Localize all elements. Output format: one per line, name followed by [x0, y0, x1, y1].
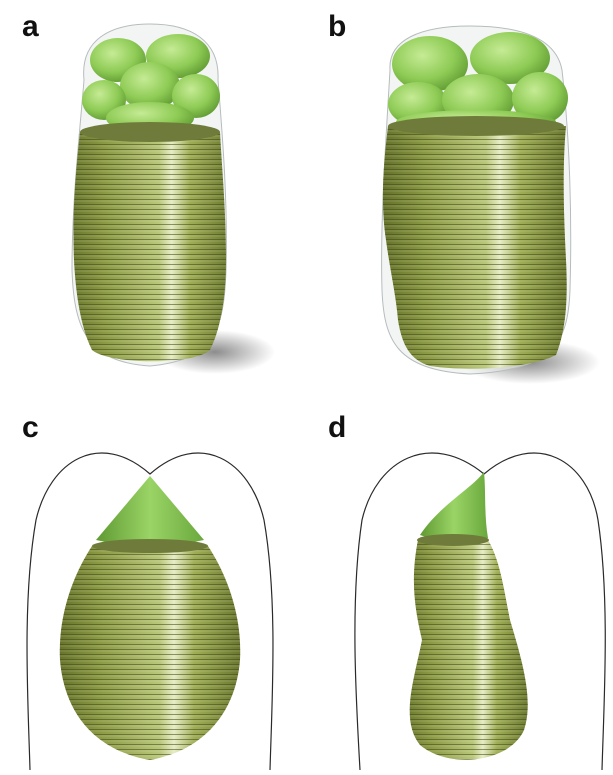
- panel-b-illustration: [376, 26, 600, 384]
- stacked-column: [50, 538, 250, 770]
- panel-d-illustration: [355, 453, 605, 772]
- column-top-disc: [388, 116, 564, 136]
- column-top-disc: [92, 539, 208, 553]
- panel-a-illustration: [60, 24, 275, 374]
- tip-cone: [420, 472, 488, 542]
- column-top-disc: [417, 534, 489, 546]
- tip-cone: [96, 476, 204, 546]
- stacked-column: [396, 532, 536, 772]
- column-top-disc: [80, 122, 220, 142]
- stacked-column: [60, 125, 240, 370]
- panel-c-illustration: [27, 453, 273, 770]
- stacked-column: [376, 118, 576, 373]
